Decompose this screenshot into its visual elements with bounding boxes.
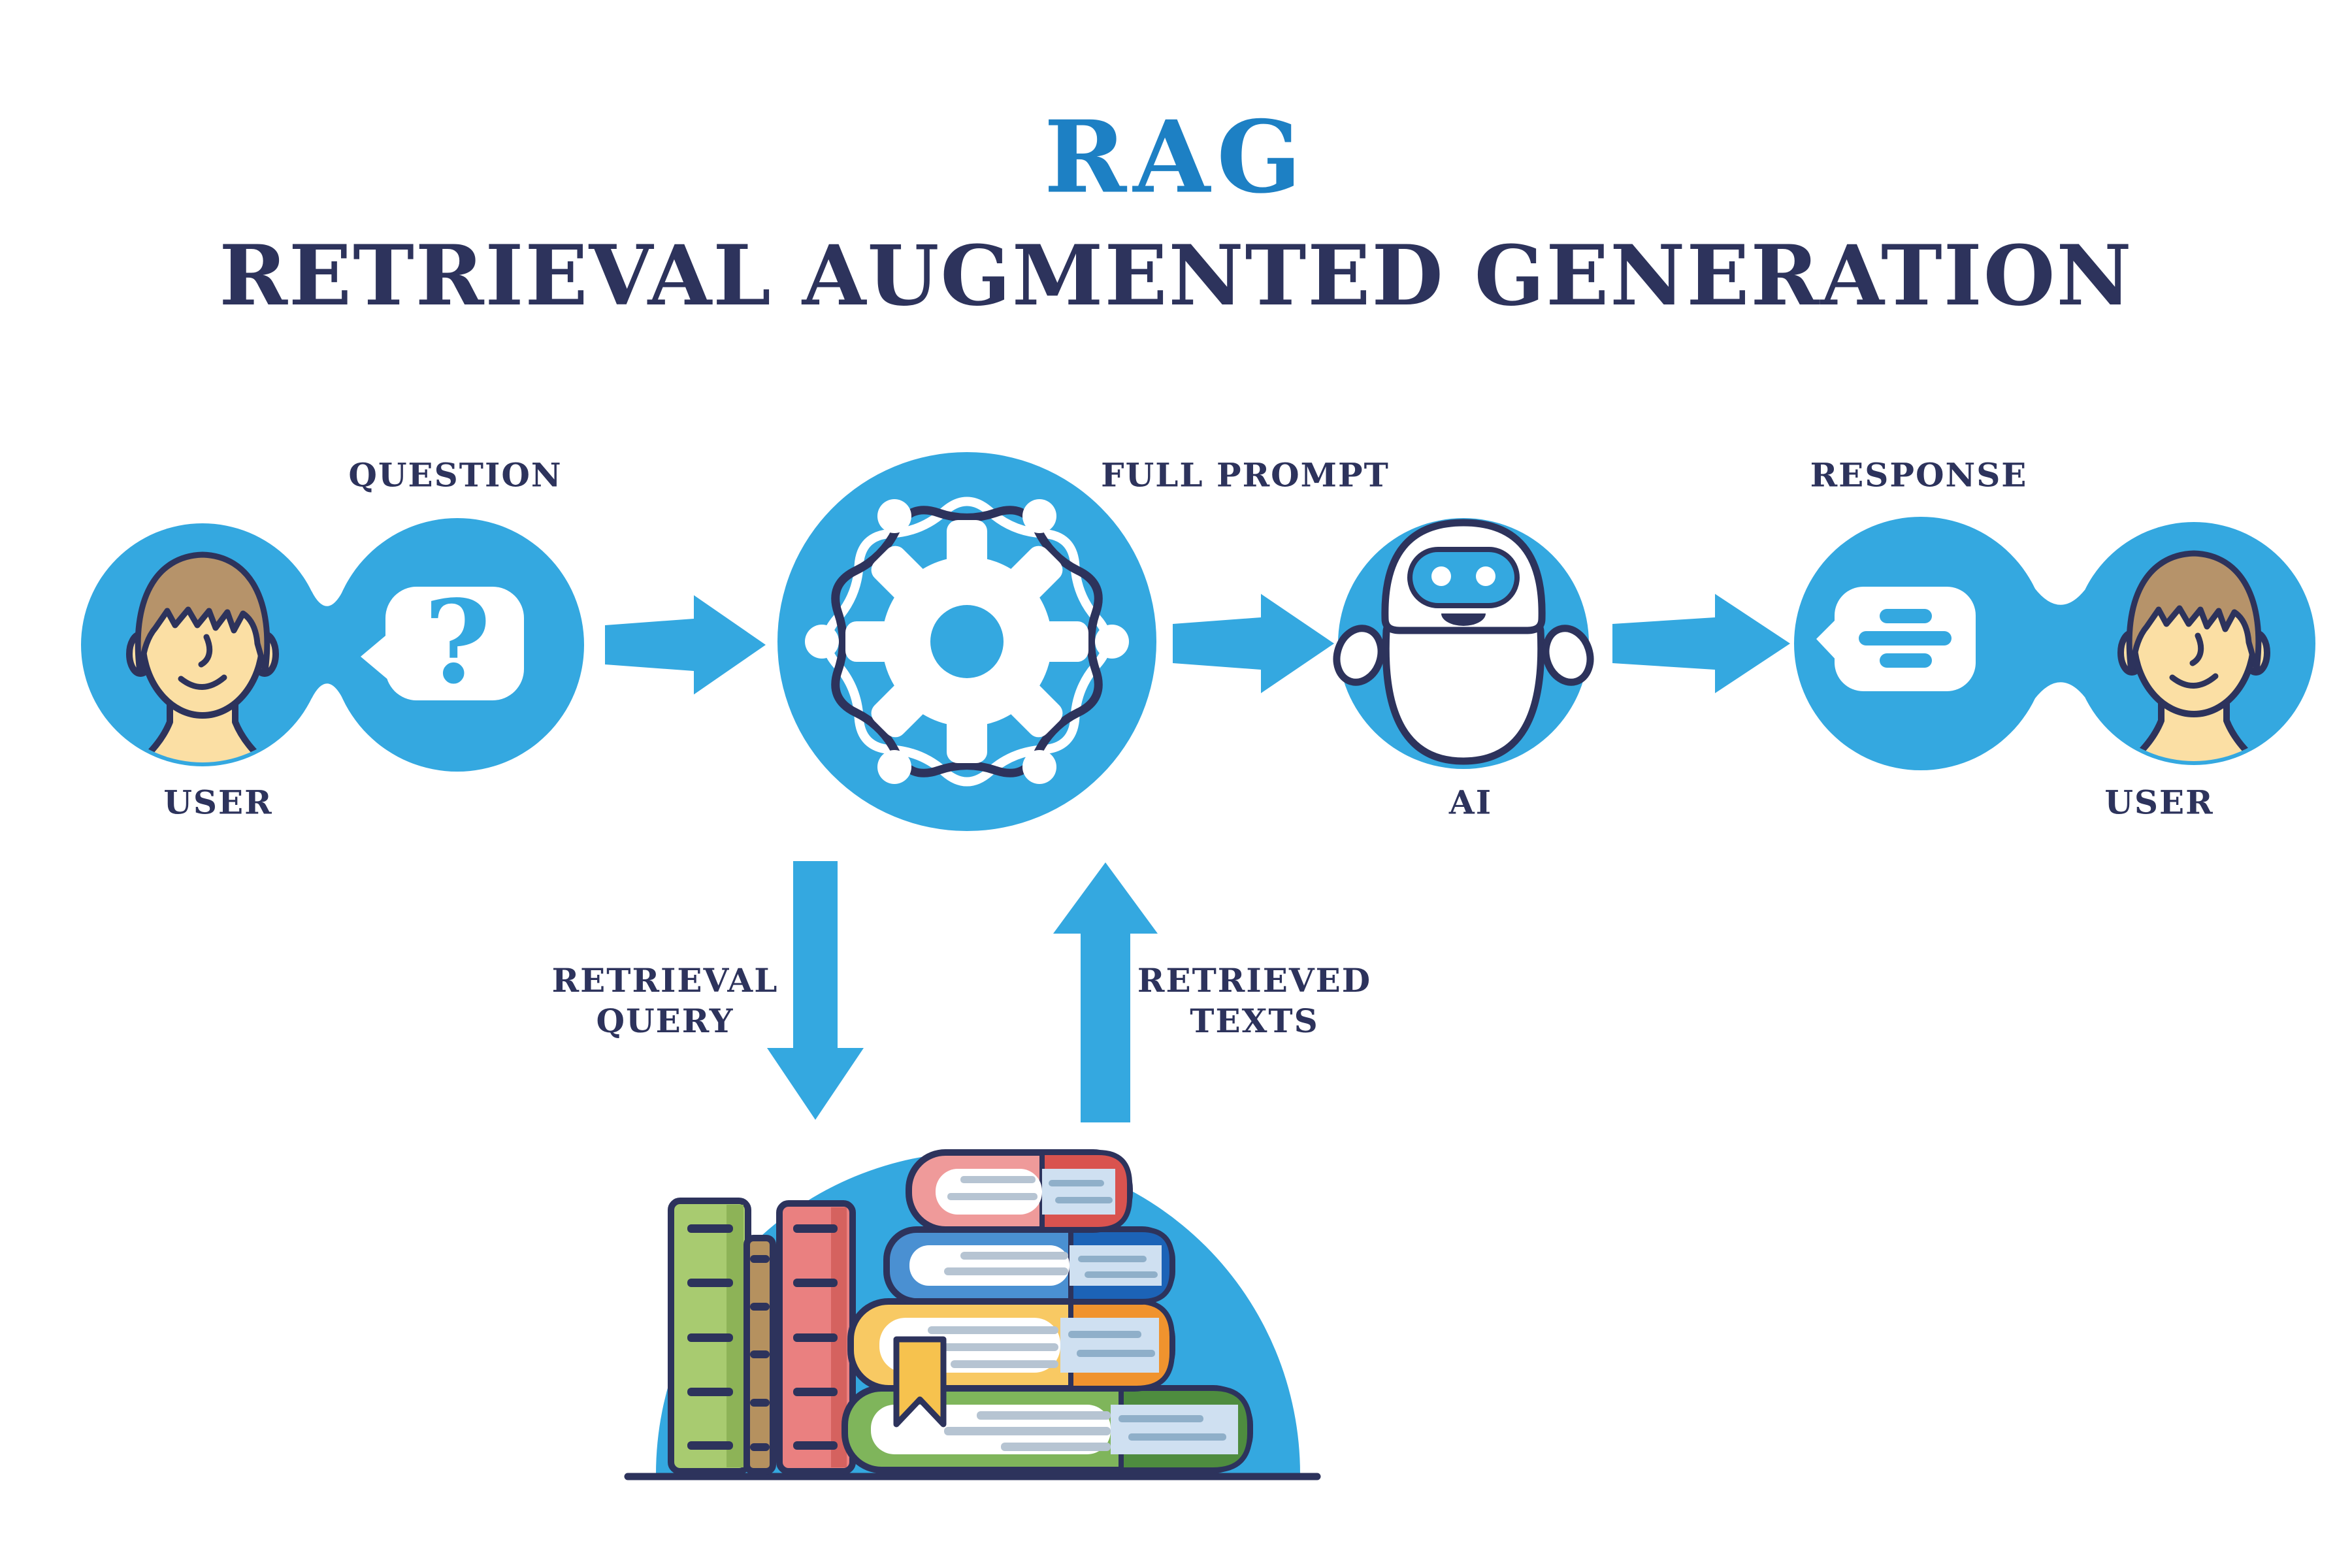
page-line: [944, 1427, 1111, 1435]
network-ring-navy: [831, 506, 1103, 777]
robot-smile: [1441, 613, 1486, 626]
arrow-retrieved-texts-up: [1053, 862, 1158, 1122]
robot-visor: [1407, 547, 1520, 608]
page-title: RAG: [1043, 98, 1309, 216]
stacked-book-pink: [906, 1149, 1133, 1233]
book-band: [750, 1443, 770, 1451]
label-retrieval-query-line1: RETRIEVAL: [551, 961, 779, 1000]
network-node: [1095, 625, 1129, 659]
label-retrieval-query: RETRIEVAL QUERY: [552, 960, 779, 1041]
knowledge-base-illustration: [624, 1149, 1321, 1480]
label-retrieved-texts-line1: RETRIEVED: [1137, 961, 1372, 1000]
label-ai: AI: [1448, 783, 1493, 822]
page-line: [977, 1411, 1111, 1420]
question-bubble-icon: ?: [361, 576, 524, 710]
book-band: [687, 1279, 733, 1287]
stacked-book-blue: [883, 1226, 1175, 1305]
label-retrieved-texts: RETRIEVED TEXTS: [1137, 960, 1371, 1041]
peanut-neck: [2034, 588, 2085, 699]
response-bubble-icon: [1816, 587, 1976, 691]
book-band: [793, 1333, 838, 1342]
page-line: [1068, 1331, 1141, 1338]
page-line: [1128, 1433, 1226, 1441]
book-band: [793, 1388, 838, 1396]
book-band: [750, 1303, 770, 1311]
arrow-processor-to-ai: [1173, 594, 1334, 693]
bookmark-ribbon: [893, 1336, 947, 1428]
network-node: [805, 625, 839, 659]
label-retrieval-query-line2: QUERY: [596, 1002, 734, 1040]
page-line: [1119, 1415, 1203, 1422]
vertical-book-green: [668, 1198, 751, 1475]
label-user-left: USER: [163, 783, 273, 822]
response-user-group: [1794, 517, 2315, 770]
gear-hole: [930, 605, 1004, 678]
page-line: [1077, 1350, 1155, 1357]
page-line: [1078, 1256, 1147, 1262]
response-text-line: [1859, 631, 1952, 645]
book-band: [793, 1279, 838, 1287]
question-mark: ?: [424, 576, 491, 710]
arrow-retrieval-query-down: [767, 861, 864, 1120]
processing-engine-group: [777, 452, 1156, 831]
robot-eye: [1476, 566, 1495, 586]
arrow-question-to-processor: [605, 595, 766, 694]
page-line: [1055, 1197, 1113, 1203]
robot-eye: [1431, 566, 1451, 586]
book-band: [793, 1441, 838, 1450]
page-line: [960, 1252, 1068, 1260]
network-node: [877, 750, 911, 784]
network-node: [877, 499, 911, 533]
book-band: [687, 1441, 733, 1450]
book-band: [750, 1255, 770, 1263]
vertical-book-brown: [743, 1235, 776, 1475]
page-line: [1049, 1180, 1104, 1186]
label-response: RESPONSE: [1810, 455, 2028, 495]
page-line: [1001, 1443, 1111, 1451]
network-node: [1022, 499, 1056, 533]
book-band: [687, 1388, 733, 1396]
robot-hand: [1333, 625, 1385, 686]
network-node: [1022, 750, 1056, 784]
label-retrieved-texts-line2: TEXTS: [1190, 1002, 1319, 1040]
page-line: [1085, 1271, 1158, 1278]
page-line: [951, 1360, 1058, 1368]
peanut-neck: [312, 589, 344, 700]
label-question: QUESTION: [348, 455, 563, 495]
user-question-group: ?: [81, 518, 584, 772]
page-subtitle: RETRIEVAL AUGMENTED GENERATION: [219, 227, 2133, 324]
book-band: [750, 1350, 770, 1358]
book-band: [687, 1224, 733, 1233]
response-text-line: [1880, 653, 1932, 668]
label-full-prompt: FULL PROMPT: [1101, 455, 1390, 495]
label-user-right: USER: [2104, 783, 2214, 822]
robot-hand: [1542, 625, 1594, 686]
arrow-ai-to-response: [1612, 594, 1790, 693]
book-band: [793, 1224, 838, 1233]
response-text-line: [1880, 609, 1932, 623]
robot-icon: [1333, 519, 1594, 765]
book-band: [750, 1399, 770, 1407]
page-line: [960, 1176, 1036, 1183]
ai-robot-group: [1333, 518, 1594, 769]
book-band: [687, 1333, 733, 1342]
page-line: [944, 1267, 1068, 1275]
gear-icon: [845, 520, 1088, 763]
page-line: [947, 1193, 1037, 1200]
page-line: [928, 1326, 1058, 1334]
